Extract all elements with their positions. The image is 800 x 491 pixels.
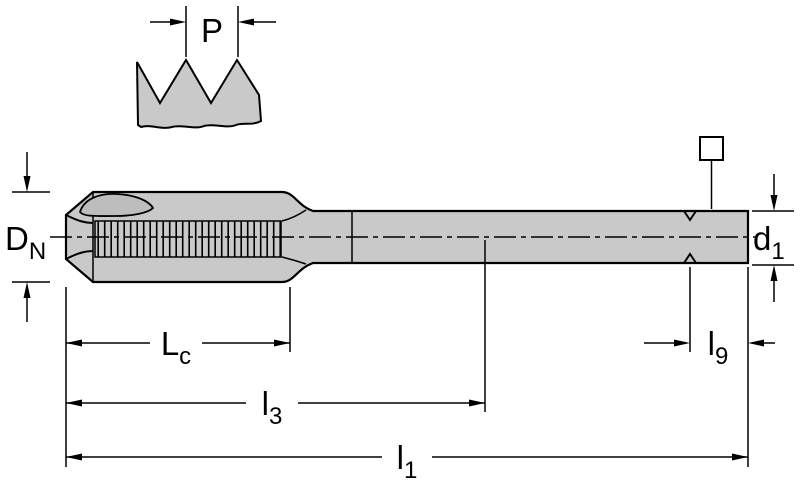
d1-arrow-bottom [770, 265, 778, 281]
dn-arrow-bottom [23, 282, 31, 298]
dimension-shank-diameter: d1 [752, 174, 794, 302]
tool-outline [64, 190, 750, 284]
d1-arrow-top [770, 195, 778, 211]
dimension-chamfer-length: Lc [66, 287, 291, 370]
thread-hatch-band [94, 220, 282, 258]
thread-runout-bottom [281, 256, 307, 265]
square-length-label: l9 [708, 325, 729, 370]
chamfer-length-label: Lc [161, 325, 191, 370]
l9-arrow-left [674, 339, 690, 347]
l3-arrow-left [66, 399, 82, 407]
tap-body [50, 136, 756, 284]
l9-arrow-right [748, 339, 764, 347]
tip-flute-edge-top [65, 214, 94, 224]
pitch-label: P [201, 12, 223, 49]
pitch-arrow-right [238, 18, 254, 26]
square-drive-icon [699, 136, 724, 161]
dimension-overall-length: l1 [65, 267, 749, 484]
shank-diameter-label: d1 [753, 220, 785, 265]
thread-profile-shape [136, 58, 263, 129]
nominal-diameter-label: DN [5, 220, 46, 265]
l1-arrow-right [732, 453, 748, 461]
thread-profile-detail: P [136, 6, 276, 129]
lc-arrow-left [66, 339, 82, 347]
pitch-arrow-left [170, 18, 186, 26]
thread-length-label: l3 [262, 385, 283, 430]
tip-flute-edge-bottom [65, 250, 94, 260]
dimension-thread-length: l3 [66, 240, 486, 430]
thread-runout-top [281, 209, 307, 222]
overall-length-label: l1 [397, 439, 418, 484]
lc-arrow-right [274, 339, 290, 347]
flute-shape [78, 193, 155, 217]
l1-arrow-left [66, 453, 82, 461]
dn-arrow-top [23, 176, 31, 192]
square-notch-bottom [683, 252, 697, 264]
dimension-square-length: l9 [644, 267, 775, 370]
dimension-nominal-diameter: DN [5, 152, 50, 322]
l3-arrow-right [469, 399, 485, 407]
square-notch-top [683, 210, 697, 222]
